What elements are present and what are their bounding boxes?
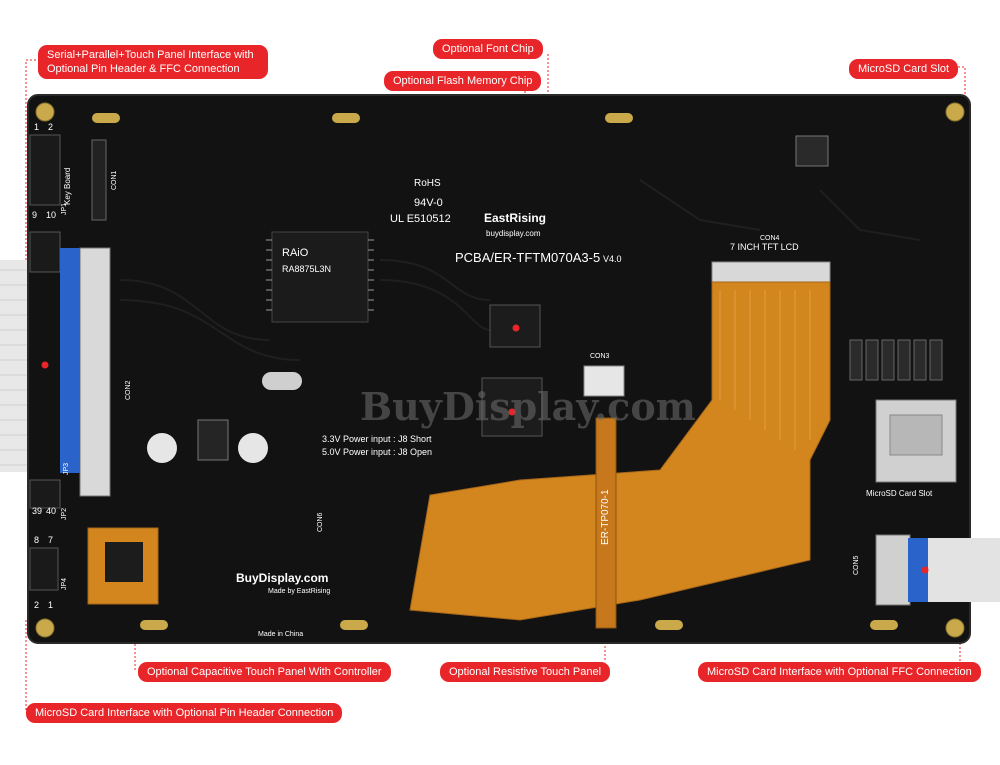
brand-url-label: buydisplay.com bbox=[486, 229, 541, 238]
callout-cap-touch: Optional Capacitive Touch Panel With Con… bbox=[138, 662, 391, 682]
connector-label-con3: CON3 bbox=[590, 353, 610, 360]
callout-flash-chip: Optional Flash Memory Chip bbox=[384, 71, 542, 91]
capacitors bbox=[147, 135, 829, 463]
callout-microsd-slot: MicroSD Card Slot bbox=[849, 59, 959, 79]
power-line-2: 5.0V Power input : J8 Open bbox=[322, 447, 432, 457]
pin-label: 2 bbox=[48, 122, 53, 132]
pin-label: 7 bbox=[48, 535, 53, 545]
lcd-label: 7 INCH TFT LCD bbox=[730, 242, 799, 252]
callout-font-chip: Optional Font Chip bbox=[433, 39, 543, 59]
connector-label-con2: CON2 bbox=[125, 380, 132, 400]
pin-label: 39 bbox=[32, 506, 42, 516]
brand-label: EastRising bbox=[484, 211, 546, 225]
pin-label: 9 bbox=[32, 210, 37, 220]
made-in-label: Made in China bbox=[258, 631, 303, 638]
controller-part: RA8875L3N bbox=[282, 264, 331, 274]
pin-label: 2 bbox=[34, 600, 39, 610]
pin-label: 40 bbox=[46, 506, 56, 516]
power-line-1: 3.3V Power input : J8 Short bbox=[322, 434, 432, 444]
microsd-silk-label: MicroSD Card Slot bbox=[866, 489, 933, 498]
controller-brand: RAiO bbox=[282, 247, 309, 259]
connector-label-con1: CON1 bbox=[111, 170, 118, 190]
callout-interface: Serial+Parallel+Touch Panel Interface wi… bbox=[38, 45, 268, 79]
pin-label: 8 bbox=[34, 535, 39, 545]
ul-rating-label: 94V-0 bbox=[414, 197, 443, 209]
pin-label: 1 bbox=[48, 600, 53, 610]
fpc-label: ER-TP070-1 bbox=[600, 489, 611, 545]
callout-microsd-header: MicroSD Card Interface with Optional Pin… bbox=[26, 703, 343, 723]
version-label: V4.0 bbox=[603, 254, 622, 264]
silkscreen: PCBA/ER-TFTM070A3-5 V4.0 7 INCH TFT LCD … bbox=[63, 168, 933, 638]
callout-microsd-ffc: MicroSD Card Interface with Optional FFC… bbox=[698, 662, 981, 682]
rohs-label: RoHS bbox=[414, 178, 441, 189]
connector-label-jp3: JP3 bbox=[63, 463, 70, 475]
ul-code-label: UL E510512 bbox=[390, 213, 451, 225]
connector-label-con4: CON4 bbox=[760, 235, 780, 242]
made-by-label: Made by EastRising bbox=[268, 588, 330, 595]
callout-res-touch: Optional Resistive Touch Panel bbox=[440, 662, 611, 682]
connector-label-con6: CON6 bbox=[317, 512, 324, 532]
watermark: BuyDisplay.com bbox=[360, 384, 696, 429]
model-label: PCBA/ER-TFTM070A3-5 bbox=[455, 250, 600, 265]
lcd-flex-cable bbox=[409, 261, 831, 621]
connector-label-jp2: JP2 bbox=[61, 508, 68, 520]
pin-label: 1 bbox=[34, 122, 39, 132]
buydisplay-logo: BuyDisplay.com bbox=[236, 571, 328, 585]
pin-label: 10 bbox=[46, 210, 56, 220]
connector-label-con5: CON5 bbox=[853, 555, 860, 575]
connector-label-jp4: JP4 bbox=[61, 578, 68, 590]
mounting-holes bbox=[35, 102, 965, 638]
key-board-label: Key Board bbox=[63, 168, 72, 205]
connector-label-jp1: JP1 bbox=[61, 203, 68, 215]
